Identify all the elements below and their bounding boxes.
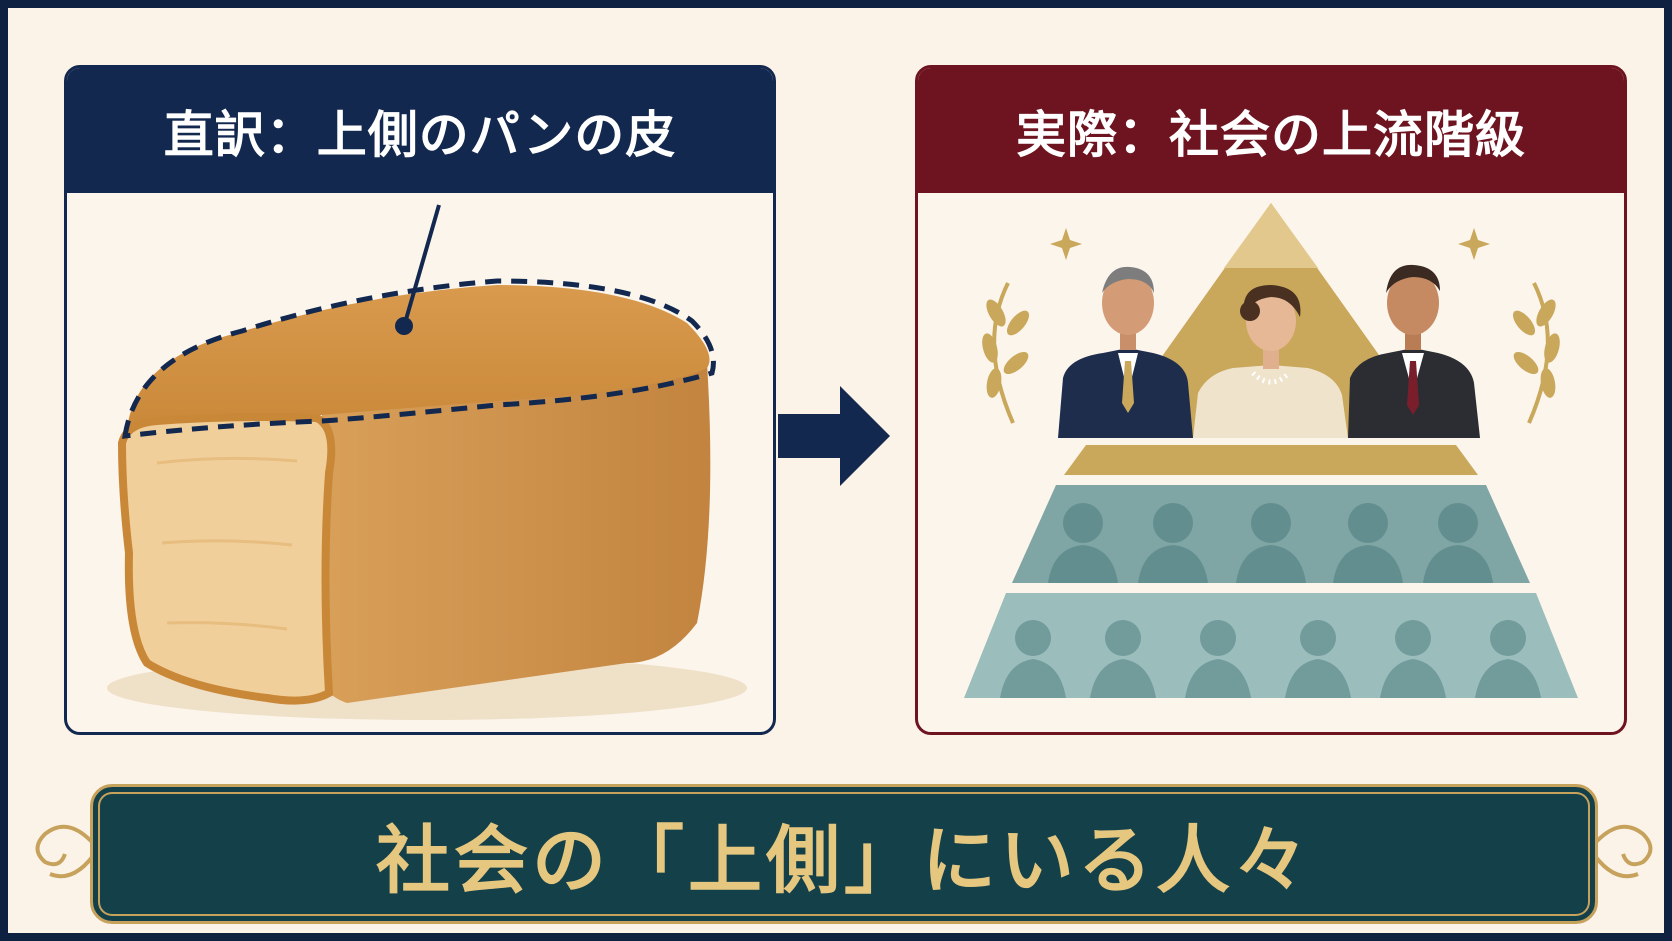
flourish-right-icon (1588, 824, 1653, 879)
top-crust-dashed-outline (122, 278, 716, 439)
actual-meaning-title: 実際：社会の上流階級 (918, 68, 1624, 193)
elite-man-right (1348, 264, 1480, 438)
pyramid-upper-band (1064, 445, 1478, 475)
literal-meaning-title: 直訳：上側のパンの皮 (67, 68, 773, 193)
literal-meaning-panel: 直訳：上側のパンの皮 (64, 65, 776, 735)
bread-top-crust (127, 285, 710, 438)
summary-banner: 社会の「上側」にいる人々 (90, 784, 1598, 924)
lower-class-silhouette (1000, 620, 1541, 698)
bread-illustration-area (67, 193, 773, 732)
page-frame: 直訳：上側のパンの皮 (8, 8, 1664, 933)
laurel-left-icon (982, 282, 1030, 424)
actual-meaning-panel: 実際：社会の上流階級 (915, 65, 1627, 735)
bread-crumb-face (117, 413, 336, 705)
laurel-right-icon (1512, 282, 1560, 424)
bread-side-crust (321, 363, 711, 703)
crust-pointer-dot (395, 317, 413, 335)
elite-woman-center (1193, 285, 1348, 438)
pyramid-illustration-area (918, 193, 1624, 732)
sparkle-right-icon (1458, 228, 1490, 260)
elite-man-left (1058, 266, 1193, 438)
sparkle-left-icon (1050, 228, 1082, 260)
crust-pointer-line (403, 204, 441, 324)
social-pyramid-icon (964, 203, 1578, 698)
middle-class-silhouette (1048, 503, 1493, 583)
right-arrow-icon (778, 386, 890, 486)
summary-banner-text: 社会の「上側」にいる人々 (376, 817, 1312, 904)
bread-loaf-icon (107, 204, 747, 720)
